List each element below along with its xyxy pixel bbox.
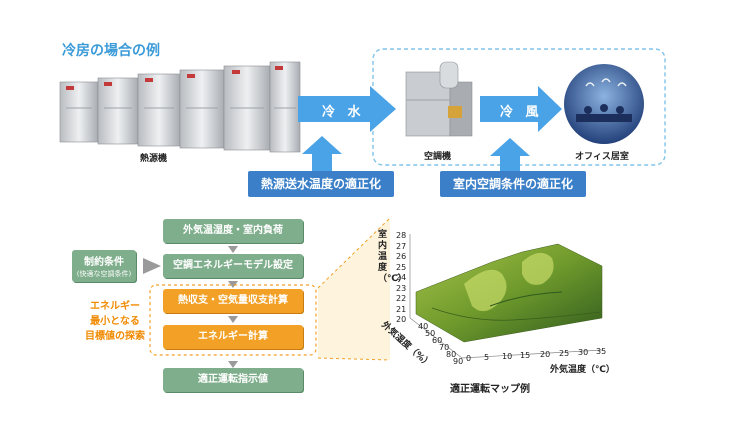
flow-arrow-4	[228, 361, 238, 368]
map-caption: 適正運転マップ例	[450, 384, 530, 395]
x-tick: 0	[466, 354, 472, 363]
office-room-image	[564, 64, 644, 144]
cold-air-arrow	[480, 86, 562, 132]
air-handling-unit-image	[405, 61, 473, 137]
z-axis-label: 室内温度（℃）	[378, 230, 407, 284]
y-tick: 70	[439, 343, 450, 352]
x-tick: 35	[596, 347, 607, 356]
step-optimal-setpoint: 適正運転指示値	[163, 368, 303, 392]
x-tick: 10	[502, 352, 513, 361]
search-loop-frame	[149, 284, 317, 356]
zoom-funnel	[318, 218, 390, 361]
chiller-caption: 熱源機	[140, 154, 168, 164]
x-tick: 20	[540, 350, 551, 359]
flow-arrow-2	[228, 281, 238, 288]
cold-air-label: 冷 風	[500, 105, 543, 120]
ahu-caption: 空調機	[424, 152, 452, 162]
step-outdoor-conditions: 外気温湿度・室内負荷	[163, 219, 303, 243]
flow-arrow-3	[228, 316, 238, 323]
x-tick: 15	[520, 351, 531, 360]
step-energy-calc: エネルギー計算	[163, 325, 303, 349]
z-tick: 28	[396, 231, 407, 240]
search-label-line-3: 目標値の探索	[85, 331, 145, 342]
constraint-subtitle: (快適な空調条件)	[76, 270, 132, 278]
x-tick: 25	[559, 349, 570, 358]
water-temp-up-arrow	[302, 136, 342, 176]
z-tick-list: 28 27 26 25 24 23 22 21 20	[396, 231, 406, 326]
constraint-title: 制約条件	[84, 257, 124, 268]
x-axis-label: 外気温度（℃）	[550, 365, 615, 375]
constraint-arrow	[143, 258, 161, 274]
search-label-line-1: エネルギー	[90, 301, 140, 312]
z-tick: 20	[396, 315, 407, 324]
x-tick: 5	[484, 353, 490, 362]
z-tick: 23	[396, 283, 407, 293]
y-tick: 50	[425, 329, 436, 338]
z-tick: 21	[396, 304, 407, 314]
operation-map-surface	[409, 234, 603, 359]
y-tick: 90	[453, 357, 464, 366]
z-tick: 27	[396, 241, 407, 251]
flow-arrow-1	[228, 246, 238, 253]
indoor-conditions-optimization-box: 室内空調条件の適正化	[440, 171, 586, 197]
z-tick: 22	[396, 294, 407, 303]
cold-water-label: 冷 水	[322, 105, 365, 120]
x-tick: 30	[578, 348, 589, 357]
page-title: 冷房の場合の例	[62, 43, 160, 59]
indoor-cond-up-arrow	[490, 138, 530, 178]
y-tick: 60	[432, 336, 443, 345]
search-label: エネルギー 最小となる 目標値の探索	[80, 299, 150, 344]
y-tick: 40	[418, 322, 429, 331]
z-tick: 25	[396, 262, 407, 272]
water-temp-optimization-box: 熱源送水温度の適正化	[248, 171, 394, 197]
step-energy-model: 空調エネルギーモデル設定	[163, 254, 303, 278]
search-label-line-2: 最小となる	[90, 316, 140, 327]
constraint-box: 制約条件 (快適な空調条件)	[72, 250, 136, 282]
cold-water-arrow	[298, 86, 396, 132]
y-tick: 80	[446, 350, 457, 359]
chiller-units-image	[59, 61, 301, 153]
step-heat-air-balance: 熱収支・空気量収支計算	[163, 289, 303, 313]
z-tick: 24	[396, 273, 407, 282]
office-caption: オフィス居室	[575, 152, 629, 162]
z-tick: 26	[396, 252, 407, 261]
